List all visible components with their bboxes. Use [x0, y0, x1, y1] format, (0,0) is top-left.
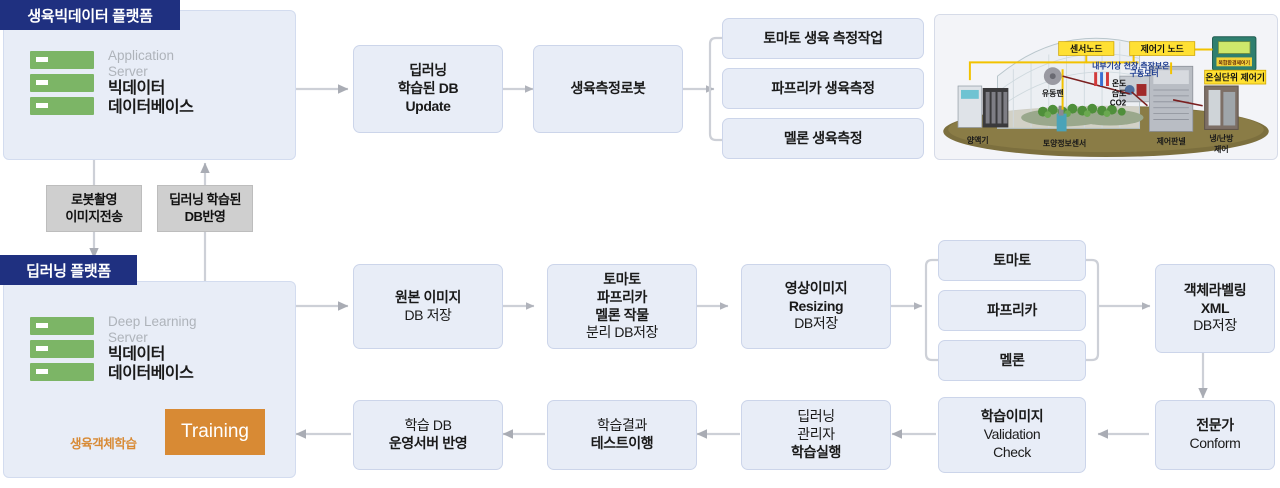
box-line-3: Check [993, 443, 1031, 460]
box-expert-conform[interactable]: 전문가 Conform [1155, 400, 1275, 470]
box-line-1: 토마토 생육 측정작업 [763, 29, 883, 46]
box-line-2: 관리자 [797, 426, 835, 443]
box-deeplearning-admin-run-training[interactable]: 딥러닝 관리자 학습실행 [741, 400, 891, 470]
loop-label-object-learning: 생육객체학습 [70, 437, 137, 451]
greenhouse-label-hvac-l1: 냉/난방 [1209, 133, 1234, 143]
greenhouse-svg: 복합환경제어기 센서노드 제어기 [936, 15, 1276, 159]
box-crop-separation-db-save[interactable]: 토마토 파프리카 멜론 작물 분리 DB저장 [547, 264, 697, 349]
greenhouse-label-internal-weather: 내부기상 [1092, 60, 1122, 70]
box-line-3: DB저장 [794, 315, 838, 332]
greenhouse-label-hvac-l2: 제어 [1214, 144, 1229, 154]
chip-line1: 딥러닝 학습된 [169, 192, 241, 208]
box-line-3: Update [405, 97, 451, 114]
box-line-3: 멜론 작물 [595, 306, 649, 323]
greenhouse-illustration: 복합환경제어기 센서노드 제어기 [934, 14, 1278, 160]
greenhouse-label-co2: CO2 [1110, 99, 1127, 108]
server-deeplearning: Deep Learning Server 빅데이터 데이터베이스 [30, 314, 197, 384]
greenhouse-label-control-panel: 제어판넬 [1157, 136, 1186, 146]
greenhouse-label-temp: 온도 [1112, 79, 1127, 88]
box-line-1: 학습 DB [404, 417, 452, 434]
box-line-2: 운영서버 반영 [388, 435, 468, 451]
box-tomato-growth-measurement-task[interactable]: 토마토 생육 측정작업 [722, 18, 924, 59]
box-line-1: 학습이미지 [980, 408, 1044, 425]
box-line-2: 테스트이행 [590, 435, 654, 451]
greenhouse-label-ceiling-motor-l1: 천장.측장보온 [1124, 60, 1170, 70]
chip-robot-image-transfer: 로봇촬영 이미지전송 [46, 185, 142, 232]
box-paprika-growth-measurement[interactable]: 파프리카 생육측정 [722, 68, 924, 109]
box-training-db-apply-to-server[interactable]: 학습 DB 운영서버 반영 [353, 400, 503, 470]
platform-title-deeplearning: 딥러닝 플랫폼 [0, 255, 137, 285]
box-crop-melon[interactable]: 멜론 [938, 340, 1086, 381]
greenhouse-label-sensor-node: 센서노드 [1070, 43, 1103, 54]
box-line-2: Conform [1189, 435, 1241, 451]
box-line-2: XML [1200, 299, 1230, 316]
box-object-labeling-xml[interactable]: 객체라벨링 XML DB저장 [1155, 264, 1275, 353]
box-image-resizing-db-save[interactable]: 영상이미지 Resizing DB저장 [741, 264, 891, 349]
box-line-1: 토마토 [603, 270, 641, 287]
box-crop-tomato[interactable]: 토마토 [938, 240, 1086, 281]
chip-line2: 이미지전송 [65, 208, 123, 224]
box-line-1: 생육측정로봇 [570, 80, 646, 97]
box-line-2: 파프리카 [597, 288, 647, 305]
server-title-line1: 빅데이터 [108, 79, 165, 97]
box-line-1: 학습결과 [597, 417, 647, 434]
box-line-1: 객체라벨링 [1183, 281, 1247, 298]
server-icon [30, 50, 94, 115]
chip-line2: DB반영 [184, 208, 226, 224]
box-original-image-db-save[interactable]: 원본 이미지 DB 저장 [353, 264, 503, 349]
box-line-1: 파프리카 생육측정 [771, 79, 875, 96]
server-subtitle-line2: Server [108, 329, 148, 345]
chip-line1: 로봇촬영 [71, 192, 117, 208]
box-crop-paprika[interactable]: 파프리카 [938, 290, 1086, 331]
box-line-1: 토마토 [993, 251, 1031, 268]
greenhouse-label-fan: 유동팬 [1042, 88, 1064, 98]
box-line-1: 파프리카 [987, 301, 1037, 318]
box-growth-measurement-robot[interactable]: 생육측정로봇 [533, 45, 683, 133]
greenhouse-device-screen-label: 복합환경제어기 [1218, 59, 1250, 66]
box-line-1: 딥러닝 [797, 408, 835, 425]
training-block[interactable]: Training [165, 409, 265, 455]
greenhouse-label-soil-sensor: 토양정보센서 [1043, 138, 1086, 148]
server-bigdata: Application Server 빅데이터 데이터베이스 [30, 48, 194, 118]
box-line-1: 멜론 [999, 351, 1025, 368]
server-subtitle-line1: Application [108, 48, 175, 63]
server-icon [30, 316, 94, 381]
box-line-1: 멜론 생육측정 [783, 129, 863, 146]
box-training-result-test[interactable]: 학습결과 테스트이행 [547, 400, 697, 470]
box-line-2: Resizing [788, 297, 844, 314]
greenhouse-label-humidity: 습도 [1112, 88, 1127, 98]
box-line-4: 분리 DB저장 [585, 324, 659, 341]
greenhouse-label-nutrient: 양액기 [967, 135, 989, 145]
platform-title-bigdata: 생육빅데이터 플랫폼 [0, 0, 180, 30]
chip-deeplearning-db-apply: 딥러닝 학습된 DB반영 [157, 185, 253, 232]
server-subtitle-line1: Deep Learning [108, 314, 197, 329]
box-line-1: 원본 이미지 [395, 288, 461, 305]
server-title-line2: 데이터베이스 [108, 364, 194, 382]
box-melon-growth-measurement[interactable]: 멜론 생육측정 [722, 118, 924, 159]
greenhouse-label-ceiling-motor-l2: 구동모터 [1130, 68, 1159, 78]
greenhouse-label-controller-node: 제어기 노드 [1141, 43, 1184, 54]
box-line-3: 학습실행 [791, 443, 841, 460]
box-line-1: 전문가 [1196, 417, 1234, 434]
box-deeplearning-db-update[interactable]: 딥러닝 학습된 DB Update [353, 45, 503, 133]
greenhouse-label-unit-controller: 온실단위 제어기 [1205, 72, 1265, 83]
box-line-2: DB 저장 [404, 306, 452, 323]
server-title-line1: 빅데이터 [108, 345, 165, 363]
server-subtitle-line2: Server [108, 63, 148, 79]
box-line-2: 학습된 DB [397, 80, 459, 97]
box-line-3: DB저장 [1193, 317, 1237, 334]
box-line-1: 영상이미지 [784, 279, 848, 296]
box-training-image-validation-check[interactable]: 학습이미지 Validation Check [938, 397, 1086, 473]
box-line-2: Validation [983, 426, 1041, 443]
server-title-line2: 데이터베이스 [108, 98, 194, 116]
box-line-1: 딥러닝 [409, 62, 447, 79]
